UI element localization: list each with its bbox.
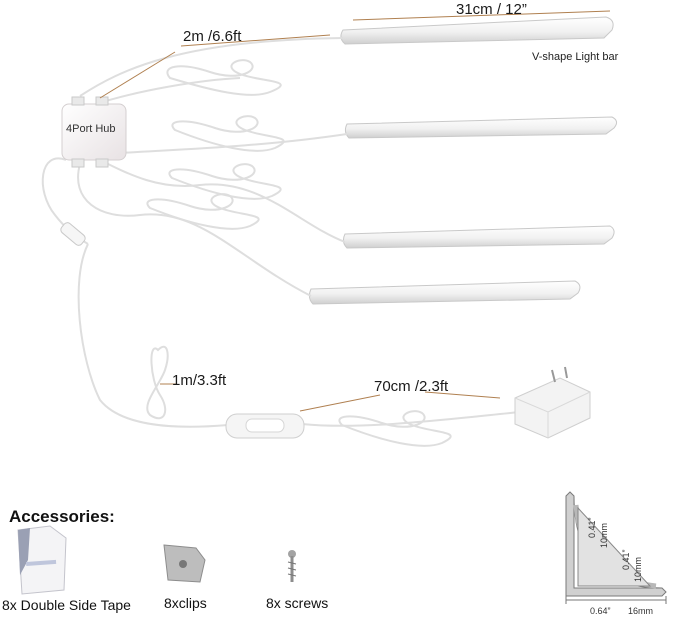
cable-2m-label: 2m /6.6ft (183, 28, 242, 45)
light-bar-3 (342, 225, 615, 249)
cable-1m-label: 1m/3.3ft (172, 372, 227, 389)
tape-image (17, 525, 67, 595)
inline-switch (225, 413, 305, 439)
cable-70cm-label: 70cm /2.3ft (374, 378, 449, 395)
hub-device (61, 96, 127, 168)
profile-dim-a: 0.41” (587, 517, 597, 538)
profile-cross-section (565, 491, 667, 604)
hub-label: 4Port Hub (66, 123, 116, 135)
bar-length-label: 31cm / 12” (456, 1, 527, 18)
dc-connector (60, 222, 86, 246)
power-adapter (514, 366, 591, 439)
accessory-tape-label: 8x Double Side Tape (2, 597, 131, 613)
clip-image (163, 544, 206, 583)
accessory-clips-label: 8xclips (164, 595, 207, 611)
light-bar-1 (340, 16, 614, 45)
light-bar-2 (344, 116, 618, 139)
profile-dim-a-mm: 10mm (599, 522, 609, 548)
profile-dim-b-mm: 10mm (633, 556, 643, 582)
cables (41, 37, 521, 447)
accessory-screws-label: 8x screws (266, 595, 329, 611)
v-shape-label: V-shape Light bar (532, 51, 619, 63)
profile-dim-b: 0.41” (621, 549, 631, 570)
screw-image (287, 550, 297, 582)
profile-width-mm: 16mm (628, 606, 654, 616)
profile-width-in: 0.64” (590, 606, 611, 616)
light-bar-4 (308, 280, 581, 305)
leader-lines (99, 10, 611, 412)
accessories-title: Accessories: (9, 507, 115, 526)
